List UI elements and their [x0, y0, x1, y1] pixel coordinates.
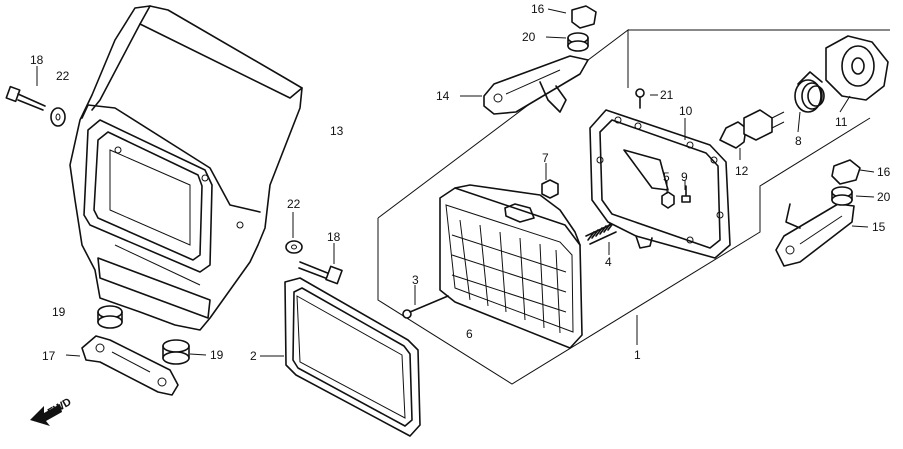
callout-6: 6 — [466, 327, 473, 341]
callout-9: 9 — [681, 170, 688, 184]
callout-3: 3 — [412, 273, 419, 287]
leader-lines — [36, 8, 875, 357]
mount-stay-upper[interactable] — [483, 55, 589, 115]
sealed-beam-unit[interactable] — [439, 184, 583, 349]
nut[interactable] — [541, 179, 559, 199]
callout-20-lower: 20 — [877, 190, 891, 204]
screw-21[interactable] — [635, 88, 645, 109]
fwd-arrow: FWD — [30, 396, 74, 426]
callout-16-lower: 16 — [877, 165, 891, 179]
collar-20-upper[interactable] — [567, 32, 589, 52]
grommet-16-upper[interactable] — [571, 5, 597, 29]
screw-5[interactable] — [661, 191, 675, 209]
callout-18-left: 18 — [30, 53, 44, 67]
mount-bracket-left[interactable] — [81, 335, 179, 396]
fwd-label: FWD — [46, 396, 74, 419]
callout-17: 17 — [42, 349, 56, 363]
callout-21: 21 — [660, 88, 674, 102]
callout-5: 5 — [663, 170, 670, 184]
callout-7: 7 — [542, 151, 549, 165]
callout-12: 12 — [735, 164, 749, 178]
callout-1: 1 — [634, 348, 641, 362]
adjust-screw[interactable] — [402, 295, 449, 319]
callout-14: 14 — [436, 89, 450, 103]
callout-4: 4 — [605, 255, 612, 269]
callout-11: 11 — [835, 115, 848, 129]
bolt-left[interactable] — [5, 85, 46, 111]
grommet-16-lower[interactable] — [831, 159, 861, 185]
assembly-outline — [377, 28, 890, 385]
headlight-cowl[interactable] — [69, 5, 303, 331]
callout-20-upper: 20 — [522, 30, 536, 44]
mount-stay-lower[interactable] — [775, 203, 855, 267]
callout-10: 10 — [679, 104, 693, 118]
callout-19-lower: 19 — [210, 348, 224, 362]
dust-cover[interactable] — [825, 35, 889, 101]
headlight-bulb[interactable] — [719, 109, 785, 149]
grommet-lower[interactable] — [162, 339, 190, 365]
socket-spring[interactable] — [794, 71, 825, 113]
washer-left[interactable] — [50, 107, 66, 127]
callout-8: 8 — [795, 134, 802, 148]
callout-13: 13 — [330, 124, 344, 138]
callout-19-upper: 19 — [52, 305, 66, 319]
callout-22-middle: 22 — [287, 197, 301, 211]
callout-2: 2 — [250, 349, 257, 363]
callout-15: 15 — [872, 220, 886, 234]
callout-22-left: 22 — [56, 69, 70, 83]
callout-16-upper: 16 — [531, 2, 545, 16]
screw-9[interactable] — [681, 185, 691, 203]
callout-labels: 1 2 3 4 5 6 7 8 9 10 11 12 13 14 15 16 1… — [30, 2, 891, 363]
grommet-upper[interactable] — [97, 305, 123, 329]
collar-20-lower[interactable] — [831, 186, 853, 206]
bolt-middle[interactable] — [298, 261, 343, 285]
headlight-seal-frame[interactable] — [284, 277, 421, 437]
callout-18-middle: 18 — [327, 230, 341, 244]
washer-middle[interactable] — [285, 240, 303, 254]
headlight-case[interactable] — [589, 109, 731, 259]
